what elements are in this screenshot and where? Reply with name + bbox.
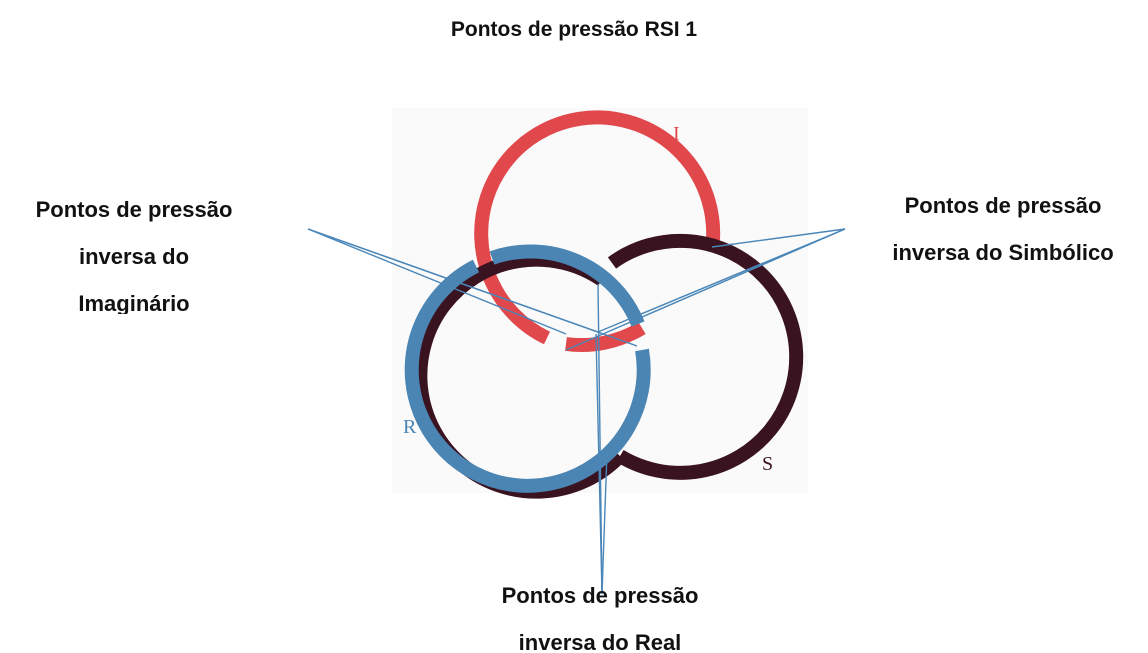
ring-letter-r: R bbox=[403, 416, 417, 438]
label-imaginario-line-1: Pontos de pressão bbox=[35, 197, 233, 222]
pointer-line-simbolico-2 bbox=[565, 228, 846, 351]
label-imaginario-line-2: inversa do bbox=[78, 244, 190, 269]
label-real-line-2: inversa do Real bbox=[518, 630, 682, 653]
ring-symbolic-segment bbox=[607, 233, 804, 480]
pointer-line-imaginario-1 bbox=[307, 228, 567, 335]
ring-letter-s: S bbox=[762, 453, 773, 475]
label-simbolico-line-2: inversa do Simbólico bbox=[892, 240, 1114, 265]
pointer-line-real-3 bbox=[601, 451, 608, 595]
pointer-lines bbox=[307, 228, 846, 595]
label-real: Pontos de pressão inversa do Real bbox=[460, 572, 740, 653]
pointer-line-simbolico-1 bbox=[711, 228, 846, 248]
label-simbolico: Pontos de pressão inversa do Simbólico bbox=[858, 182, 1148, 276]
ring-imaginary-segment bbox=[565, 321, 646, 353]
label-imaginario-line-3: Imaginário bbox=[78, 291, 190, 314]
pointer-line-simbolico-3 bbox=[597, 228, 846, 333]
label-simbolico-line-1: Pontos de pressão bbox=[904, 193, 1102, 218]
ring-letter-i: I bbox=[673, 123, 680, 145]
label-imaginario: Pontos de pressão inversa do Imaginário bbox=[0, 186, 268, 314]
label-real-line-1: Pontos de pressão bbox=[501, 583, 699, 608]
ring-real bbox=[404, 259, 651, 493]
diagram-title: Pontos de pressão RSI 1 bbox=[450, 18, 698, 41]
ring-imaginary bbox=[474, 110, 721, 345]
pointer-line-real-2 bbox=[595, 333, 603, 595]
ring-real-segment bbox=[489, 244, 645, 327]
pointer-line-imaginario-3 bbox=[307, 228, 638, 347]
